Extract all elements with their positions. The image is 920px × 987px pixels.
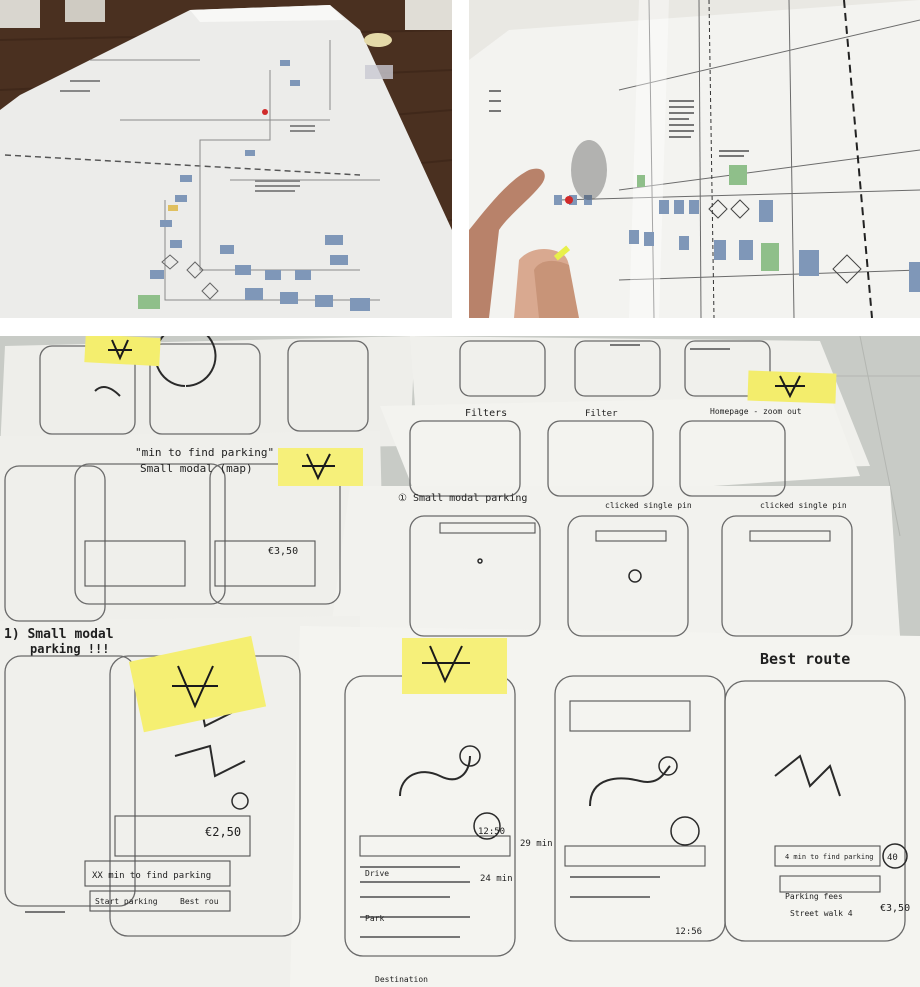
photo-wall-flow-diagram [469,0,920,318]
label-clicked-pin-1: clicked single pin [605,501,692,510]
paper-roll-scene [0,0,452,318]
label-euro-350b: €3,50 [880,903,910,914]
label-min-24: 24 min [480,874,513,884]
label-min-find: XX min to find parking [92,871,211,881]
wall-diagram-scene [469,0,920,318]
label-street-walk: Street walk 4 [790,909,853,918]
label-filter: Filter [585,409,618,419]
label-min-to-find: "min to find parking" [135,446,274,459]
label-drive: Drive [365,869,389,878]
label-small-modal-1: 1) Small modal [4,627,114,642]
label-best-route-btn: Best rou [180,897,219,906]
wireframe-sketch-scene: "min to find parking" Small modal (map) … [0,336,920,987]
label-euro-250: €2,50 [205,825,241,839]
label-time-1250: 12:50 [478,827,505,837]
label-small-modal-parking: ① Small modal parking [398,493,527,504]
label-best-route: Best route [760,650,850,668]
photo-paper-roll-table [0,0,452,318]
label-time-1256: 12:56 [675,927,702,937]
label-small-modal-1b: parking !!! [30,642,109,656]
label-start-parking: Start parking [95,897,158,906]
label-min-29: 29 min [520,839,553,849]
label-destination: Destination [375,975,428,984]
label-park: Park [365,914,384,923]
label-euro-350: €3,50 [268,546,298,557]
photo-wireframe-sketches: "min to find parking" Small modal (map) … [0,336,920,987]
label-parking-fees: Parking fees [785,892,843,901]
label-small-modal-map: Small modal (map) [140,462,253,475]
label-clicked-pin-2: clicked single pin [760,501,847,510]
label-badge-40: 40 [887,853,898,863]
label-filters: Filters [465,408,507,419]
label-find-parking: 4 min to find parking [785,853,874,861]
label-homepage: Homepage - zoom out [710,407,802,416]
